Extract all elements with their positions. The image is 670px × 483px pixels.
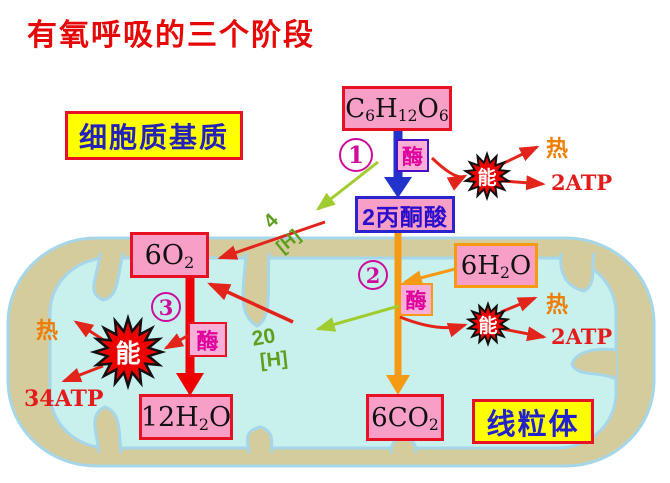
pyruvate-box: 2丙酮酸	[355, 196, 455, 233]
co2-formula: 6CO2	[371, 402, 439, 435]
arrow-6h2o-in	[402, 267, 456, 286]
cytoplasm-label: 细胞质基质	[65, 111, 243, 160]
oxygen-formula: 6O2	[144, 239, 195, 273]
water-in-formula: 6H2O	[460, 250, 532, 283]
arrow-20h-to-o2	[207, 282, 294, 324]
energy-label-stage1: 能	[477, 167, 497, 189]
energy-burst-stage1	[462, 150, 512, 202]
arrow-stage2-pyruvate-to-co2	[386, 232, 410, 395]
co2-box: 6CO2	[366, 394, 444, 441]
stage3-number: 3	[151, 292, 181, 322]
atp34-label-stage3: 34ATP	[24, 386, 104, 412]
energy-label-stage2: 能	[478, 315, 498, 337]
crista-bottom-mid	[245, 425, 274, 454]
enzyme-label-stage2: 酶	[399, 283, 433, 316]
heat-label-stage1: 热	[546, 136, 569, 161]
arrow-2atp-stage2	[502, 326, 547, 342]
crista-bottom-left	[93, 405, 123, 454]
arrow-heat-stage2	[500, 296, 538, 314]
stage2-number: 2	[358, 260, 388, 290]
page-title: 有氧呼吸的三个阶段	[27, 19, 315, 52]
arrow-heat-stage1	[499, 145, 540, 167]
curve-energy-stage2	[399, 315, 468, 338]
crista-right	[570, 347, 618, 381]
crista-top-left	[92, 252, 125, 302]
oxygen-box: 6O2	[130, 232, 209, 278]
enzyme-label-stage1: 酶	[396, 139, 429, 172]
glucose-box: C6H12O6	[342, 86, 452, 131]
atp2-label-stage1: 2ATP	[551, 170, 613, 195]
water-out-box: 12H2O	[139, 394, 233, 440]
energy-burst-stage3	[89, 313, 167, 391]
heat-label-stage2: 热	[546, 292, 569, 317]
glucose-formula: C6H12O6	[345, 93, 449, 126]
water-in-box: 6H2O	[454, 243, 538, 288]
curve-energy-stage1	[430, 156, 468, 191]
mitochondrion-label: 线粒体	[472, 399, 594, 444]
enzyme-label-stage3: 酶	[188, 322, 227, 357]
arrow-4h-to-o2	[217, 220, 326, 260]
energy-burst-stage2	[465, 301, 511, 347]
arrow-heat-stage3	[73, 320, 106, 343]
arrow-4h-from-stage1	[315, 160, 379, 211]
water-out-formula: 12H2O	[140, 401, 232, 435]
stage1-number: 1	[339, 138, 373, 172]
h20-count-label: 20	[250, 324, 278, 351]
arrow-20h-from-stage2	[315, 304, 400, 332]
atp2-label-stage2: 2ATP	[551, 324, 613, 349]
heat-label-stage3: 热	[36, 318, 59, 343]
arrow-34atp-stage3	[61, 364, 104, 383]
h20-bracket-label: [H]	[258, 347, 289, 373]
crista-top-right	[559, 252, 596, 293]
crista-top-mid	[241, 252, 271, 328]
energy-label-stage3: 能	[115, 340, 141, 368]
